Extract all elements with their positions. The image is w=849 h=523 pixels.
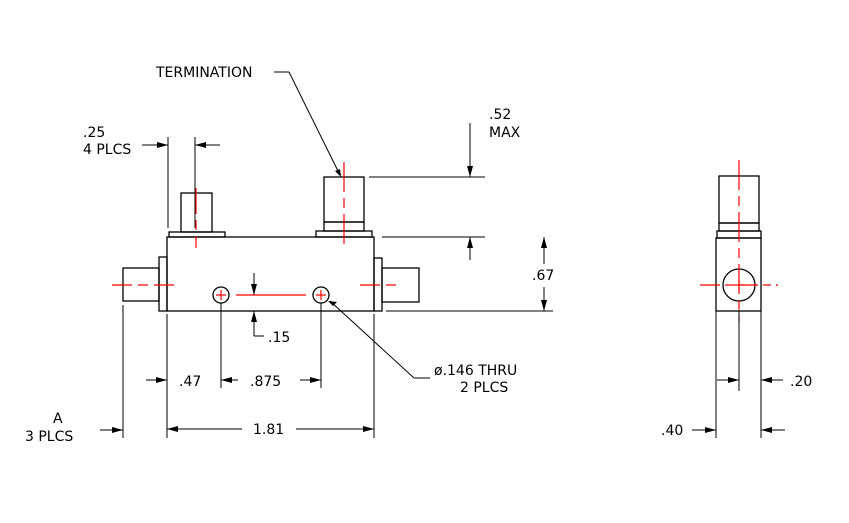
max-height-note: MAX [489,125,521,141]
hole-leader [328,300,430,379]
dim-max-height [369,123,485,260]
connector-width-value: .25 [83,125,105,141]
dim-side-width [692,311,785,438]
dim-body-height [386,237,553,312]
right-side-connector [373,257,420,312]
dim-overall-length [167,426,374,432]
centerlines-side [700,160,778,322]
centerlines-front [112,162,402,300]
dim-hole-offset [251,273,264,337]
top-left-connector [168,192,226,238]
hole-spacing-label: .875 [250,374,281,390]
connector-a-note: 3 PLCS [25,429,73,445]
termination-label: TERMINATION [155,65,252,81]
body-height-label: .67 [532,268,554,284]
overall-length-label: 1.81 [253,422,284,438]
hole-note-line1: ø.146 THRU [434,363,517,379]
left-side-connector [122,256,168,312]
connector-a-label: A [53,411,63,427]
front-view [100,71,553,438]
dim-connector-a [100,305,124,438]
dim-side-offset [717,311,783,438]
max-height-value: .52 [489,107,511,123]
coupler-body [166,236,375,312]
termination-leader [274,71,341,177]
dim-connector-width [142,137,220,228]
edge-to-hole-label: .47 [179,374,201,390]
hole-offset-label: .15 [268,330,290,346]
side-offset-label: .20 [790,374,812,390]
connector-width-note: 4 PLCS [83,142,131,158]
side-view [692,160,785,438]
hole-note-line2: 2 PLCS [460,380,508,396]
dim-hole-positions [146,303,375,438]
side-width-label: .40 [661,423,683,439]
